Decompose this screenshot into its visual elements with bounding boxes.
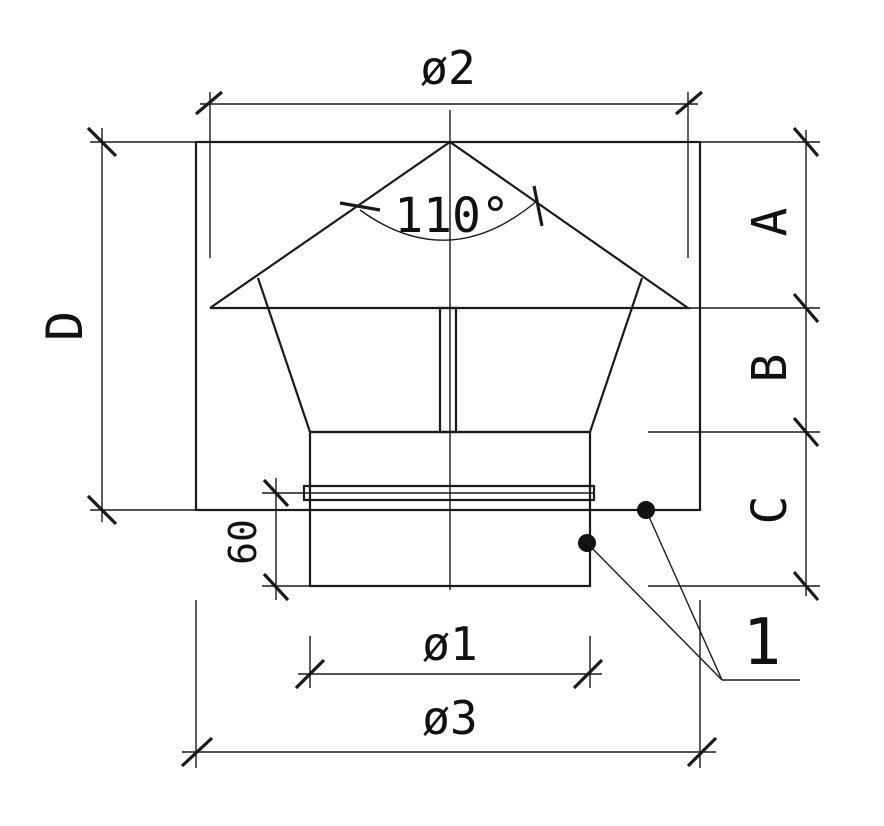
support-strut	[438, 306, 458, 434]
label-d3: ø3	[422, 691, 477, 745]
label-angle: 110°	[394, 188, 510, 244]
outer-frame	[194, 140, 702, 512]
dim-d3-tick-right	[686, 736, 718, 768]
label-callout-1: 1	[743, 606, 782, 680]
dim-d1-tick-left	[294, 658, 326, 690]
callout-leader-right	[645, 509, 723, 681]
dim-d3-tick-left	[180, 736, 214, 768]
label-60: 60	[221, 519, 265, 565]
angle-tick-right	[532, 185, 544, 227]
label-c: C	[742, 496, 798, 525]
dim-right-tick-4	[792, 570, 820, 602]
dim-right-tick-2	[792, 292, 820, 324]
dim-60-tick-top	[262, 478, 290, 508]
angle-tick-left	[339, 201, 381, 212]
label-d: D	[36, 311, 94, 341]
pipe-body	[308, 430, 592, 588]
dim-60-tick-bottom	[262, 572, 290, 602]
label-b: B	[742, 354, 798, 383]
dim-d2-tick-left	[194, 90, 224, 116]
callout-leader-left	[586, 542, 723, 681]
dim-d-tick-top	[86, 126, 118, 158]
dim-d-tick-bottom	[86, 494, 118, 526]
label-d2: ø2	[420, 41, 475, 95]
angle-arc	[359, 199, 539, 241]
dim-d2-tick-right	[674, 90, 704, 116]
dim-d1-tick-right	[572, 658, 604, 690]
label-d1: ø1	[422, 617, 477, 671]
label-a: A	[742, 207, 798, 236]
dim-right-tick-3	[792, 416, 820, 448]
dim-right-tick-1	[792, 126, 820, 158]
